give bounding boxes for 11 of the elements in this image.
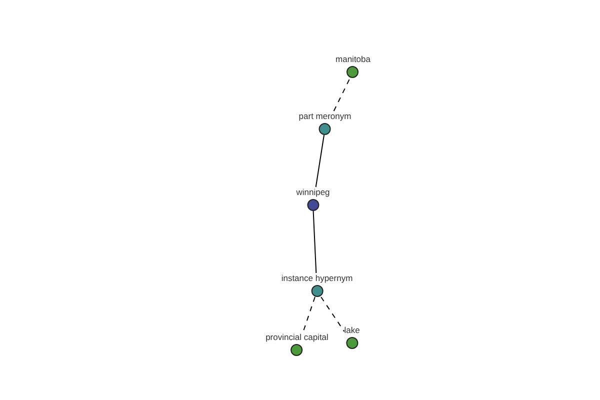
connector-line <box>315 134 325 188</box>
connector-line <box>320 296 345 332</box>
node-label: part meronym <box>298 111 352 121</box>
connector-line <box>302 296 316 332</box>
node-label: instance hypernym <box>281 273 353 283</box>
connector-line <box>312 210 317 274</box>
node-label: winnipeg <box>296 187 330 197</box>
node-label: lake <box>344 325 360 335</box>
node-label: manitoba <box>336 54 370 64</box>
connector-line <box>333 78 351 112</box>
node-label: provincial capital <box>266 332 328 342</box>
